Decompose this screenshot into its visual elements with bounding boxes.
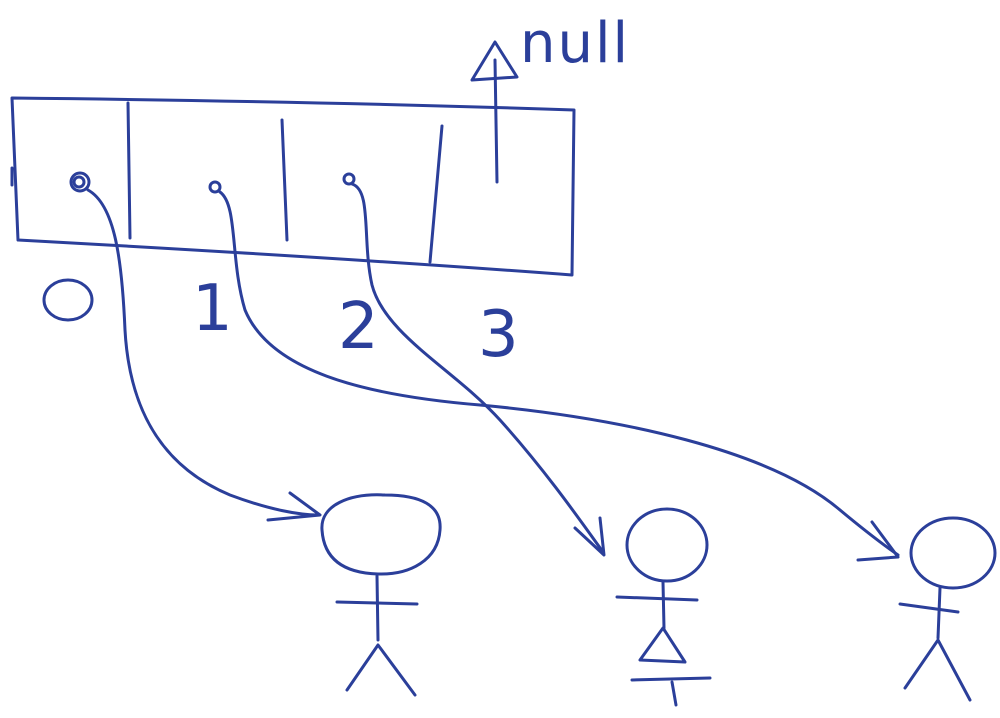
reference-dot-icon [342, 172, 356, 186]
arrow-cell1-to-person3 [218, 190, 900, 557]
person-1 [320, 493, 442, 697]
person-dress [638, 626, 687, 664]
arrowhead-icon [573, 516, 606, 557]
person-legs [903, 638, 972, 702]
array-cell-1 [208, 180, 222, 194]
person-head-icon [625, 507, 709, 583]
array-outline [10, 96, 576, 277]
reference-dot-icon [208, 180, 222, 194]
person-head-icon [909, 516, 997, 590]
index-labels: 0 1 2 3 [42, 272, 519, 372]
index-2-label: 2 [338, 290, 379, 364]
index-3-label: 3 [478, 298, 519, 372]
array-box [10, 96, 576, 277]
reference-arrows [86, 182, 900, 562]
arrowhead-icon [266, 491, 322, 522]
person-head-icon [320, 493, 442, 576]
arrow-cell0-to-person1 [86, 188, 320, 517]
person-legs [345, 643, 417, 697]
reference-dot-icon [69, 171, 91, 193]
cell-divider-2 [280, 118, 289, 242]
person-arms [898, 602, 960, 614]
person-arms [615, 595, 699, 602]
null-arrow-shaft [493, 58, 499, 184]
null-pointer: null [470, 11, 630, 184]
person-body [936, 586, 942, 640]
array-cell-2 [342, 172, 356, 186]
person-body [661, 580, 666, 630]
array-cell-0 [69, 171, 91, 193]
cell-divider-1 [126, 101, 132, 240]
person-2 [615, 507, 712, 707]
cell-divider-3 [428, 124, 444, 264]
arrow-up-icon [470, 40, 519, 82]
null-label: null [520, 11, 630, 76]
arrowhead-icon [856, 520, 900, 562]
index-0-glyph [42, 278, 94, 322]
index-1-label: 1 [192, 272, 233, 346]
person-3 [898, 516, 997, 702]
arrow-cell2-to-person2 [350, 182, 605, 554]
person-body [375, 574, 380, 642]
person-legs [630, 676, 712, 707]
